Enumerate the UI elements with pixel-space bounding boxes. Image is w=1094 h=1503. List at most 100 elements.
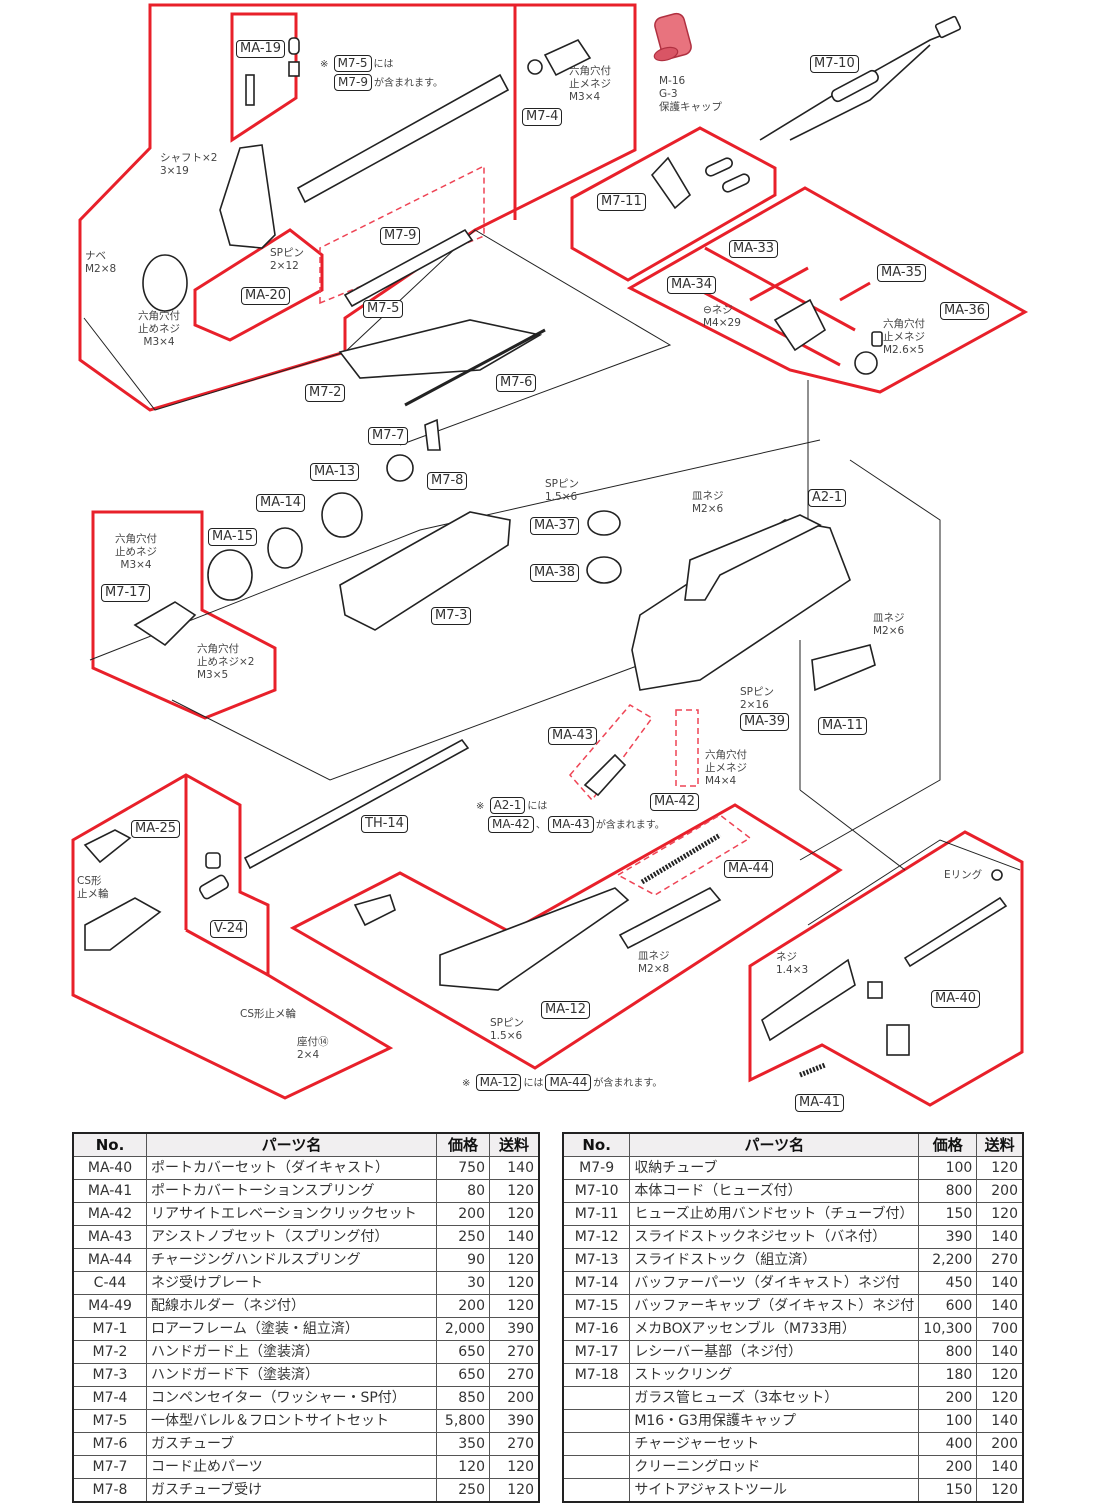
part-number-cell: M7-8 — [72, 1478, 147, 1503]
diagram-drawing — [71, 3, 1029, 1107]
ref-outline-upper — [89, 439, 821, 661]
part-label-ma36[interactable]: MA-36 — [940, 302, 990, 320]
part-number-cell: M7-5 — [72, 1409, 147, 1433]
handguard-upper-part — [338, 319, 543, 379]
part-name-cell: スライドストックネジセット（バネ付） — [629, 1225, 920, 1249]
part-label-ma12[interactable]: MA-12 — [541, 1001, 591, 1019]
part-label-ma13[interactable]: MA-13 — [310, 463, 360, 481]
note-part-label-m7-5[interactable]: M7-5 — [333, 55, 372, 72]
part-label-ma39[interactable]: MA-39 — [740, 713, 790, 731]
price-cell: 390 — [918, 1225, 978, 1249]
shipping-cell: 120 — [489, 1271, 540, 1295]
note-part-label-m7-9[interactable]: M7-9 — [334, 74, 372, 91]
part-label-ma40[interactable]: MA-40 — [931, 990, 981, 1008]
part-label-a2-1[interactable]: A2-1 — [808, 489, 847, 507]
part-label-m7-5[interactable]: M7-5 — [363, 300, 404, 318]
part-label-m7-7[interactable]: M7-7 — [368, 427, 409, 445]
part-label-ma43[interactable]: MA-43 — [548, 727, 598, 745]
shipping-cell: 120 — [489, 1478, 540, 1503]
part-label-m7-10[interactable]: M7-10 — [810, 55, 859, 73]
fuse-part — [831, 69, 879, 103]
ring-ma14-part — [267, 527, 303, 569]
note-part-label-ma42[interactable]: MA-42 — [488, 816, 534, 833]
part-label-ma19[interactable]: MA-19 — [236, 40, 286, 58]
part-label-ma25[interactable]: MA-25 — [131, 820, 181, 838]
price-cell: 100 — [918, 1156, 978, 1180]
part-label-ma35[interactable]: MA-35 — [877, 264, 927, 282]
shipping-cell: 700 — [976, 1317, 1024, 1341]
part-label-m7-11[interactable]: M7-11 — [597, 193, 646, 211]
protective-cap-caption: M-16 G-3 保護キャップ — [659, 75, 722, 113]
part-label-m7-9[interactable]: M7-9 — [380, 227, 421, 245]
note-part-label-ma12[interactable]: MA-12 — [475, 1074, 522, 1091]
price-cell: 350 — [436, 1432, 490, 1456]
buffer-tube-part — [243, 738, 470, 870]
part-name-cell: ストックリング — [629, 1363, 920, 1387]
shipping-cell: 120 — [976, 1386, 1024, 1410]
shipping-cell: 200 — [489, 1386, 540, 1410]
part-label-ma15[interactable]: MA-15 — [208, 528, 258, 546]
part-label-ma38[interactable]: MA-38 — [530, 564, 580, 582]
part-label-ma14[interactable]: MA-14 — [256, 494, 306, 512]
ref-outline-right — [799, 459, 941, 861]
part-label-m7-3[interactable]: M7-3 — [431, 607, 472, 625]
price-cell: 600 — [918, 1294, 978, 1318]
note-part-label-ma43[interactable]: MA-43 — [547, 816, 594, 833]
price-cell: 650 — [436, 1340, 490, 1364]
part-label-m7-17[interactable]: M7-17 — [101, 584, 150, 602]
part-label-m7-8[interactable]: M7-8 — [427, 472, 468, 490]
part-name-cell: コード止めパーツ — [146, 1455, 437, 1479]
part-label-m7-4[interactable]: M7-4 — [522, 108, 563, 126]
part-label-ma33[interactable]: MA-33 — [729, 240, 779, 258]
part-number-cell: M7-7 — [72, 1455, 147, 1479]
header-shipping: 送料 — [976, 1132, 1024, 1157]
gas-tube-part — [404, 328, 546, 407]
part-number-cell: M7-16 — [562, 1317, 631, 1341]
part-label-ma11[interactable]: MA-11 — [818, 717, 868, 735]
part-label-ma44[interactable]: MA-44 — [724, 860, 774, 878]
header-name: パーツ名 — [629, 1132, 920, 1157]
part-label-v24[interactable]: V-24 — [210, 920, 248, 938]
ring-ma13-part — [321, 492, 363, 538]
ring-ma15-part — [207, 549, 253, 601]
part-label-m7-6[interactable]: M7-6 — [496, 374, 537, 392]
part-label-ma34[interactable]: MA-34 — [667, 276, 717, 294]
part-label-ma20[interactable]: MA-20 — [241, 287, 291, 305]
part-name-cell: ポートカバーセット（ダイキャスト） — [146, 1156, 437, 1180]
part-label-m7-2[interactable]: M7-2 — [305, 384, 346, 402]
note-part-label-a2-1[interactable]: A2-1 — [489, 797, 526, 814]
part-label-ma37[interactable]: MA-37 — [530, 517, 580, 535]
shipping-cell: 140 — [489, 1225, 540, 1249]
table-header-row: No. パーツ名 価格 送料 — [562, 1132, 1024, 1157]
part-name-cell: バッファーパーツ（ダイキャスト）ネジ付 — [629, 1271, 920, 1295]
annotation-shaft: シャフト×2 3×19 — [160, 152, 218, 177]
part-name-cell: チャージャーセット — [629, 1432, 920, 1456]
spring-ma44-part — [640, 832, 722, 885]
price-cell: 850 — [436, 1386, 490, 1410]
detent-spring-part — [288, 61, 300, 77]
annotation-washer-screw: 座付⑭ 2×4 — [297, 1036, 329, 1061]
shipping-cell: 120 — [489, 1179, 540, 1203]
part-name-cell: リアサイトエレベーションクリックセット — [146, 1202, 437, 1226]
note-part-label-ma44[interactable]: MA-44 — [545, 1074, 592, 1091]
cord-stop-part — [424, 418, 441, 451]
part-label-ma41[interactable]: MA-41 — [795, 1094, 845, 1112]
part-label-th14[interactable]: TH-14 — [361, 815, 408, 833]
price-cell: 200 — [918, 1455, 978, 1479]
part-number-cell: M7-11 — [562, 1202, 631, 1226]
part-label-ma42[interactable]: MA-42 — [650, 793, 700, 811]
